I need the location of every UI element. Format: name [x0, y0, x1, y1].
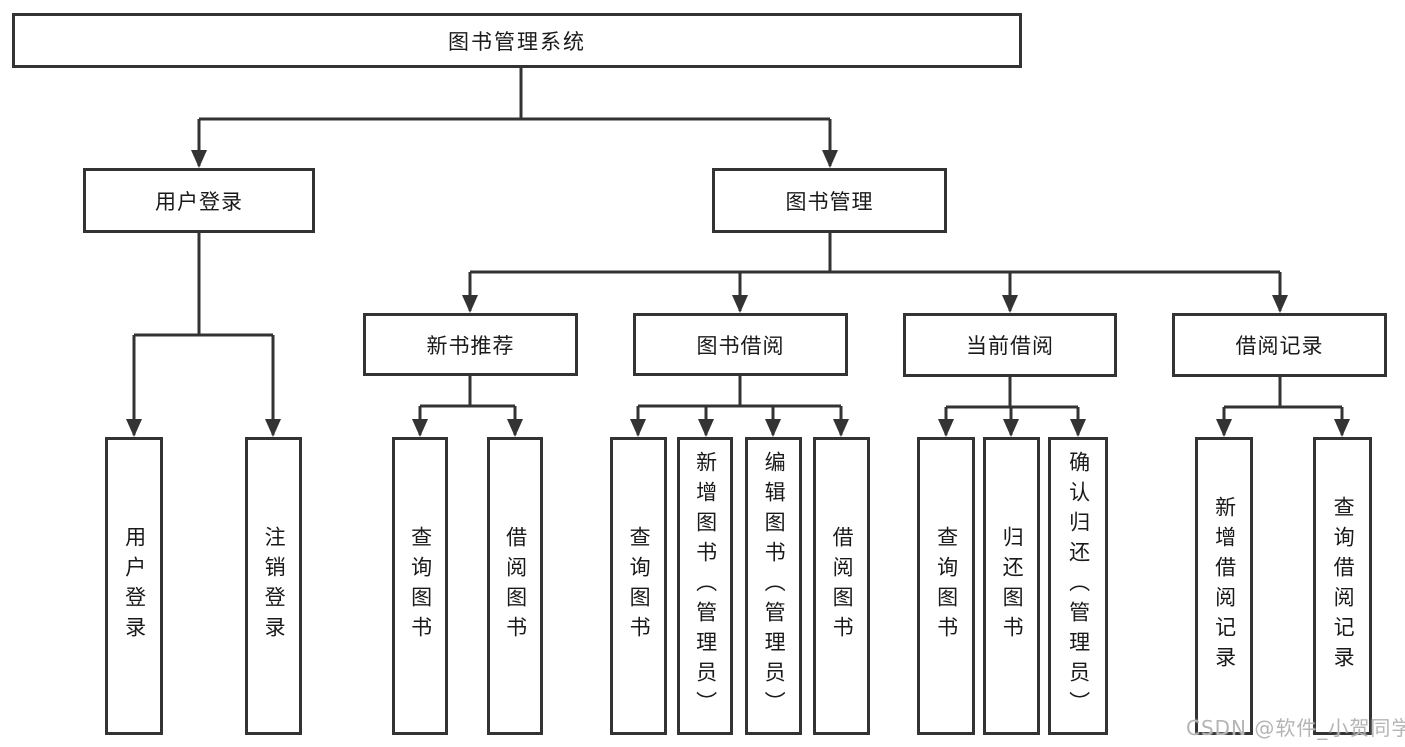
leaf-user-login-label: 用户登录: [122, 526, 147, 646]
leaf-logout: 注销登录: [245, 437, 302, 735]
csdn-watermark: CSDN @软件_小贺同学: [1186, 716, 1405, 740]
leaf-query-borrow-record: 查询借阅记录: [1313, 437, 1372, 735]
leaf-return-book-label: 归还图书: [1000, 526, 1025, 646]
leaf-add-borrow-record: 新增借阅记录: [1195, 437, 1253, 735]
leaf-add-book-admin-label: 新增图书（管理员）: [693, 451, 718, 721]
leaf-logout-label: 注销登录: [262, 526, 287, 646]
leaf-borrow-books-2: 借阅图书: [813, 437, 870, 735]
leaf-query-books-1: 查询图书: [392, 437, 448, 735]
leaf-add-book-admin: 新增图书（管理员）: [677, 437, 733, 735]
leaf-query-books-3: 查询图书: [917, 437, 975, 735]
leaf-borrow-books-2-label: 借阅图书: [830, 526, 855, 646]
leaf-confirm-return-admin-label: 确认归还（管理员）: [1066, 451, 1091, 721]
node-current-borrowing: 当前借阅: [903, 313, 1117, 377]
leaf-borrow-books-1-label: 借阅图书: [503, 526, 528, 646]
leaf-query-borrow-record-label: 查询借阅记录: [1331, 496, 1356, 676]
leaf-query-books-3-label: 查询图书: [934, 526, 959, 646]
leaf-return-book: 归还图书: [983, 437, 1040, 735]
node-library-system: 图书管理系统: [12, 13, 1022, 68]
leaf-confirm-return-admin: 确认归还（管理员）: [1048, 437, 1108, 735]
leaf-edit-book-admin-label: 编辑图书（管理员）: [762, 451, 787, 721]
leaf-query-books-2-label: 查询图书: [627, 526, 652, 646]
node-user-login: 用户登录: [83, 168, 315, 233]
leaf-query-books-1-label: 查询图书: [408, 526, 433, 646]
leaf-add-borrow-record-label: 新增借阅记录: [1212, 496, 1237, 676]
leaf-user-login: 用户登录: [105, 437, 163, 735]
node-book-borrowing: 图书借阅: [633, 313, 848, 376]
node-new-book-recommend: 新书推荐: [363, 313, 578, 376]
node-book-management: 图书管理: [712, 168, 947, 233]
leaf-borrow-books-1: 借阅图书: [487, 437, 543, 735]
leaf-edit-book-admin: 编辑图书（管理员）: [745, 437, 802, 735]
leaf-query-books-2: 查询图书: [610, 437, 667, 735]
node-borrow-records: 借阅记录: [1172, 313, 1387, 377]
